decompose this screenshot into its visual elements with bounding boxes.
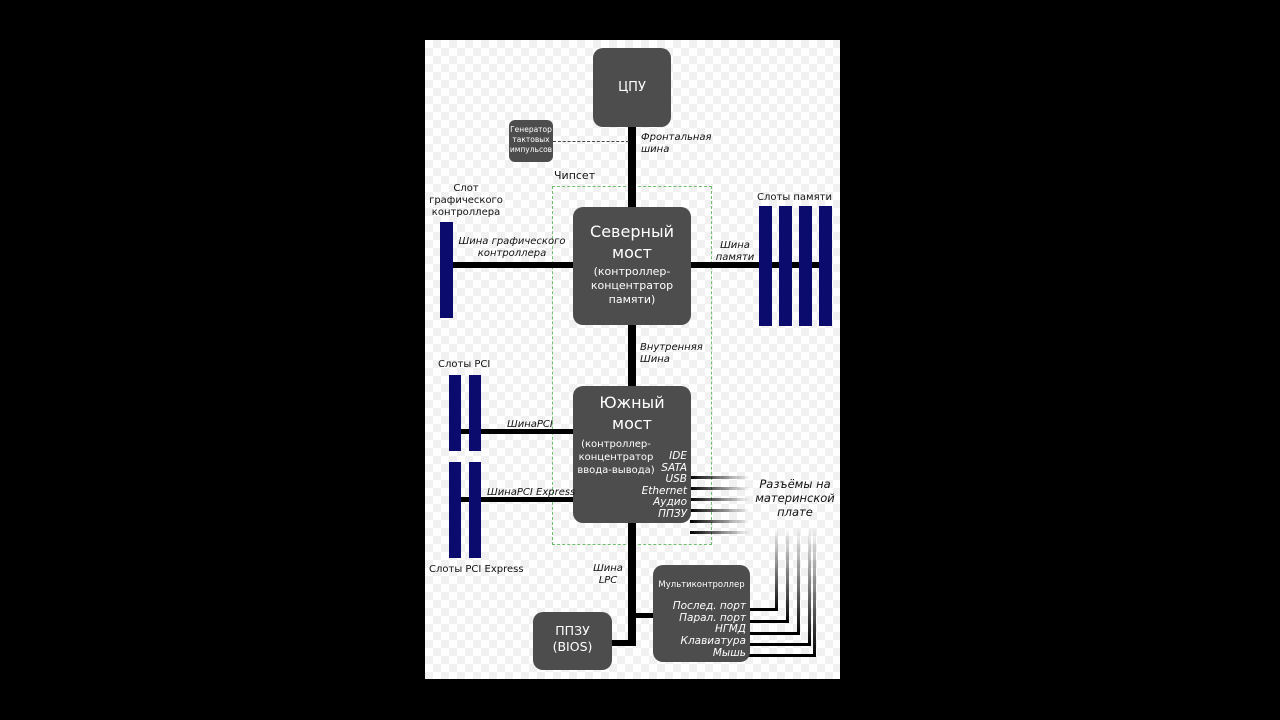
northbridge-box: Северный мост (контроллер- концентратор … <box>573 207 691 325</box>
port-usb: USB <box>665 473 687 485</box>
port-ide: IDE <box>669 450 687 462</box>
northbridge-sub-2: концентратор <box>590 279 674 292</box>
port-mouse: Мышь <box>712 646 746 659</box>
bios-line-2: (BIOS) <box>552 639 593 654</box>
port-sata: SATA <box>661 461 687 474</box>
port-keyboard: Клавиатура <box>680 635 746 648</box>
southbridge-sub-3: ввода-вывода) <box>577 465 655 476</box>
port-parallel: Парал. порт <box>679 611 746 624</box>
parallel-port-riser <box>786 528 789 623</box>
superio-connector-line <box>630 613 654 618</box>
northbridge-title-2: мост <box>612 243 652 262</box>
pci-slot-2 <box>469 375 481 451</box>
internal-bus-label: Внутренняя Шина <box>640 342 703 365</box>
pcie-bus-label: ШинаPCI Express <box>487 487 576 498</box>
port-serial: Послед. порт <box>672 600 746 612</box>
rom-port-line <box>690 531 750 534</box>
southbridge-box: Южный мост (контроллер- концентратор вво… <box>573 386 691 523</box>
clock-line-1: Генератор <box>510 125 552 134</box>
port-floppy: НГМД <box>714 623 746 636</box>
clock-line-3: импульсов <box>509 145 553 154</box>
motherboard-diagram: ЦПУ Генератор тактовых импульсов Фронтал… <box>425 40 840 679</box>
serial-port-riser <box>775 528 778 611</box>
pcie-slots-label: Слоты PCI Express <box>429 564 524 575</box>
pci-bus-label: ШинаPCI <box>507 419 553 430</box>
chipset-label: Чипсет <box>554 169 596 182</box>
pci-slots-label: Слоты PCI <box>438 359 491 370</box>
superio-ports: Послед. порт Парал. порт НГМД Клавиатура… <box>672 600 746 660</box>
memory-bus-label: Шина памяти <box>715 240 755 263</box>
cpu-label: ЦПУ <box>618 80 646 95</box>
front-bus-label: Фронтальная шина <box>641 132 712 155</box>
serial-port-line <box>745 608 777 611</box>
usb-port-line <box>690 498 750 501</box>
lpc-bus-line <box>628 522 636 646</box>
superio-box: Мультиконтроллер Послед. порт Парал. пор… <box>653 565 750 662</box>
floppy-port-line <box>745 632 799 635</box>
lpc-bus-label: Шина LPC <box>593 563 623 586</box>
memory-slot-1 <box>759 206 772 326</box>
audio-port-line <box>690 520 750 523</box>
pcie-slot-2 <box>469 462 481 558</box>
southbridge-ports: IDE SATA USB Ethernet Аудио ППЗУ <box>641 450 687 520</box>
northbridge-sub-1: (контроллер- <box>593 265 671 278</box>
mouse-port-riser <box>813 528 816 657</box>
southbridge-title-1: Южный <box>599 393 665 412</box>
superio-title: Мультиконтроллер <box>658 580 745 590</box>
sata-port-line <box>690 487 750 490</box>
pcie-bus-line <box>453 497 575 502</box>
memory-slot-4 <box>819 206 832 326</box>
parallel-port-line <box>745 620 788 623</box>
mouse-port-line <box>745 654 813 657</box>
clock-link-line <box>553 141 629 142</box>
pci-slot-1 <box>449 375 461 451</box>
port-ethernet: Ethernet <box>641 484 687 497</box>
graphics-slot <box>440 222 453 318</box>
front-side-bus-line <box>628 125 636 210</box>
southbridge-sub-2: концентратор <box>578 452 654 463</box>
floppy-port-riser <box>797 528 800 635</box>
graphics-slot-label: Слот графического контроллера <box>429 183 503 218</box>
bios-line-1: ППЗУ <box>555 623 590 638</box>
bios-box: ППЗУ (BIOS) <box>533 612 612 670</box>
port-rom: ППЗУ <box>658 507 687 520</box>
clock-line-2: тактовых <box>512 135 550 144</box>
bios-connector-line <box>611 640 635 646</box>
memory-slot-3 <box>799 206 812 326</box>
northbridge-title-1: Северный <box>590 222 674 241</box>
keyboard-port-riser <box>808 528 811 646</box>
ethernet-port-line <box>690 509 750 512</box>
ide-port-line <box>690 476 750 479</box>
internal-bus-line <box>628 323 636 387</box>
northbridge-sub-3: памяти) <box>608 293 656 306</box>
pcie-slot-1 <box>449 462 461 558</box>
keyboard-port-line <box>745 643 810 646</box>
memory-slot-2 <box>779 206 792 326</box>
memory-slots-label: Слоты памяти <box>757 192 832 203</box>
graphics-bus-label: Шина графического контроллера <box>458 236 566 259</box>
pci-bus-line <box>453 429 575 434</box>
clock-generator-box: Генератор тактовых импульсов <box>509 120 553 162</box>
cpu-box: ЦПУ <box>593 48 671 127</box>
port-audio: Аудио <box>653 496 687 508</box>
southbridge-title-2: мост <box>612 414 652 433</box>
southbridge-sub-1: (контроллер- <box>581 439 651 450</box>
motherboard-connectors-label: Разъёмы на материнской плате <box>755 477 835 519</box>
graphics-bus-line <box>453 262 575 268</box>
